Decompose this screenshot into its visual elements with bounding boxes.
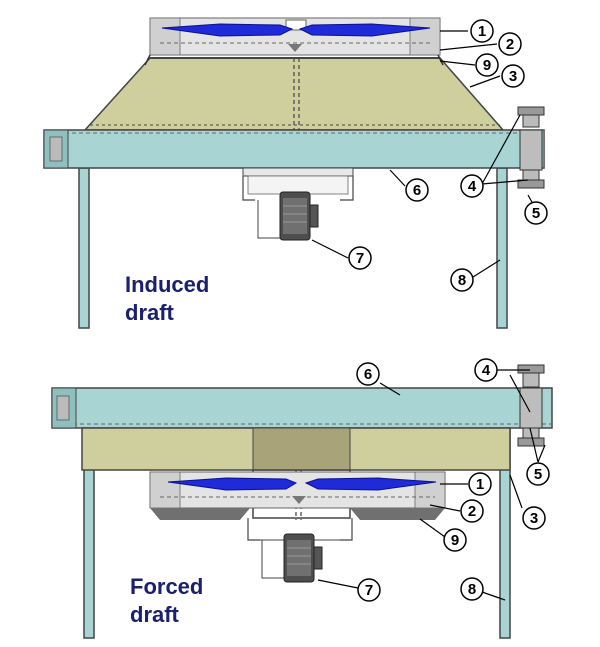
svg-text:6: 6 [364,366,372,383]
svg-text:4: 4 [468,178,477,195]
callout: 3 [522,506,546,530]
svg-text:8: 8 [468,581,476,598]
support-column [496,167,508,329]
svg-text:3: 3 [530,510,538,527]
drive-motor [247,518,353,583]
callout: 1 [470,19,494,43]
induced-draft-label-line1: Induced [125,272,209,297]
svg-text:9: 9 [451,532,459,549]
svg-text:9: 9 [483,57,491,74]
svg-text:7: 7 [365,582,373,599]
svg-text:4: 4 [482,362,491,379]
svg-text:2: 2 [468,503,476,520]
nozzle [517,106,545,189]
forced-draft-unit: 6 4 5 1 2 9 3 7 8 Forced draft [51,358,553,639]
svg-text:3: 3 [509,68,517,85]
forced-draft-label-line2: draft [130,602,180,627]
callout: 1 [468,472,492,496]
fan-blade [298,23,431,37]
drive-motor [242,167,354,241]
callout: 6 [405,178,429,202]
callout: 3 [501,64,525,88]
callout: 2 [498,32,522,56]
callout: 5 [526,462,550,486]
forced-draft-label-line1: Forced [130,574,203,599]
svg-text:1: 1 [476,476,484,493]
fan-blade [304,477,437,491]
svg-text:8: 8 [458,272,466,289]
tube-bundle [51,387,553,429]
callout: 9 [443,528,467,552]
callout: 7 [357,578,381,602]
induced-draft-unit: 1 2 9 3 4 5 6 7 8 Induced draft [43,17,548,329]
fan-blade [167,477,298,491]
support-column [78,167,90,329]
callout: 8 [460,577,484,601]
svg-text:5: 5 [534,466,542,483]
callout: 4 [474,358,498,382]
fan-ring [149,471,446,509]
svg-text:5: 5 [532,205,540,222]
callout: 2 [460,499,484,523]
callout: 5 [524,201,548,225]
callout: 6 [356,362,380,386]
callout: 4 [460,174,484,198]
callout: 8 [450,268,474,292]
tube-bundle [43,129,545,169]
svg-text:1: 1 [478,23,486,40]
svg-text:7: 7 [356,250,364,267]
callout: 7 [348,246,372,270]
svg-text:2: 2 [506,36,514,53]
svg-text:6: 6 [413,182,421,199]
fan-blade [161,23,294,37]
induced-draft-label-line2: draft [125,300,175,325]
callout: 9 [475,53,499,77]
